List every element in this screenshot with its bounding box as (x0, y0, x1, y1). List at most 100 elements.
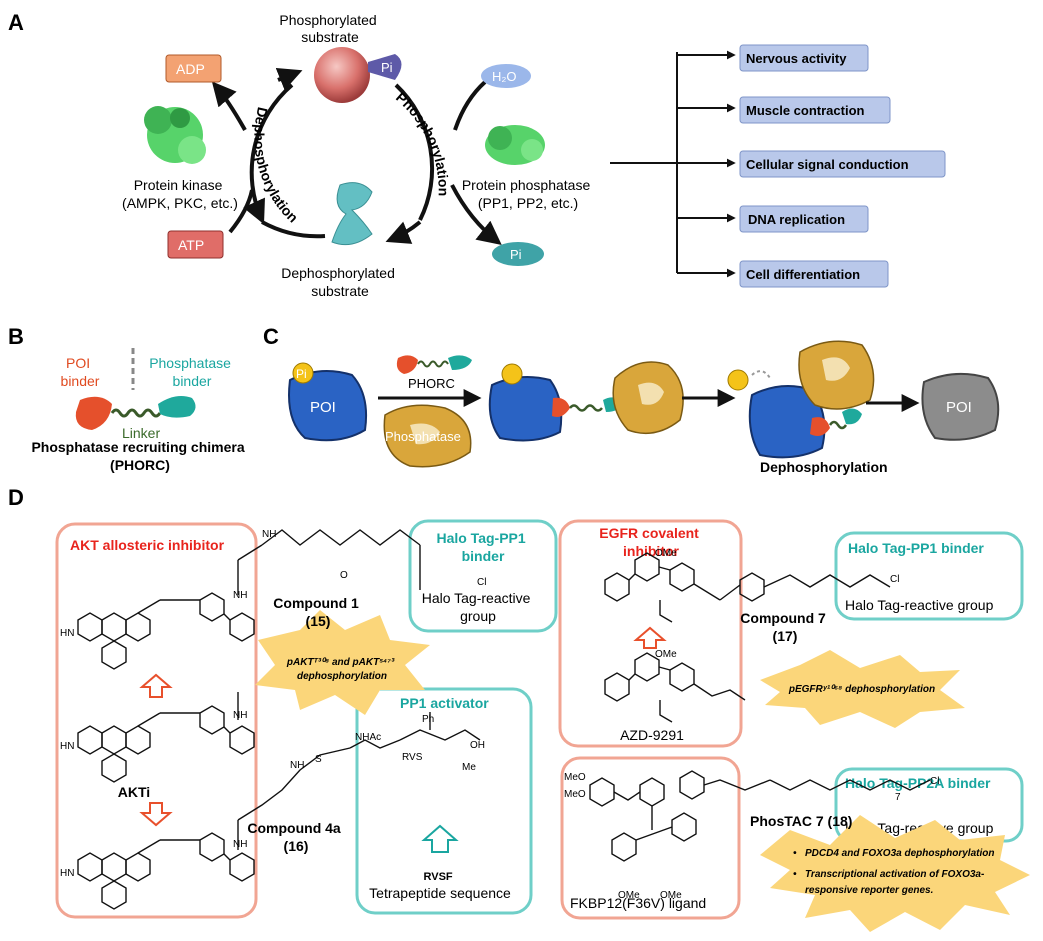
svg-text:NH: NH (290, 760, 304, 771)
pi-out-label: Pi (510, 247, 522, 262)
svg-text:NH: NH (233, 839, 247, 850)
svg-text:RVS: RVS (402, 752, 423, 763)
compound4a-label: Compound 4a (16) (247, 820, 344, 854)
protein-phosphatase-label: Protein phosphatase (PP1, PP2, etc.) (462, 177, 594, 211)
teal-up-arrow (421, 824, 459, 853)
svg-text:O: O (340, 570, 348, 581)
protein-kinase-blob (144, 106, 206, 164)
svg-text:Cell differentiation: Cell differentiation (746, 267, 860, 282)
h2o-label: H₂O (492, 69, 517, 84)
svg-text:Me: Me (462, 762, 476, 773)
akt-up-arrow (139, 673, 173, 698)
chem-atom-labels: HN HN HN NH NH NH NH NH O S NHAc RVS Ph … (60, 529, 939, 901)
svg-text:NH: NH (233, 710, 247, 721)
svg-text:OMe: OMe (655, 649, 677, 660)
rvsf-label: RVSF Tetrapeptide sequence (369, 867, 511, 901)
svg-text:Cl: Cl (477, 577, 486, 588)
phosphorylation-arc-label: Phosphorylation (393, 89, 452, 196)
svg-text:Muscle contraction: Muscle contraction (746, 103, 865, 118)
protein-kinase-label: Protein kinase (AMPK, PKC, etc.) (122, 177, 238, 211)
egfr-up-arrow (633, 626, 667, 649)
h2o-ellipse (481, 64, 531, 88)
phosphorylated-substrate-sphere (314, 47, 370, 103)
svg-text:Pi: Pi (381, 60, 393, 75)
svg-text:OMe: OMe (660, 890, 682, 901)
halo-pp1-box-1 (408, 519, 558, 633)
akti-label: AKTi (118, 784, 150, 800)
akt-title: AKT allosteric inhibitor (70, 537, 225, 553)
pi-tag: Pi (368, 54, 402, 80)
svg-text:NH: NH (233, 590, 247, 601)
pakt-burst-text: pAKTᵀ³⁰⁸ and pAKTˢ⁴⁷³ dephosphorylation (286, 657, 397, 682)
phostac-label: PhosTAC 7 (18) (750, 813, 852, 829)
svg-text:Cl: Cl (890, 574, 899, 585)
pakt-burst (255, 610, 430, 715)
phosphorylated-substrate-label: Phosphorylated substrate (279, 12, 380, 45)
azd-label: AZD-9291 (620, 727, 684, 743)
pi-out-ellipse (492, 242, 544, 266)
halo-pp1-box-2 (834, 531, 1024, 621)
svg-text:Cellular signal conduction: Cellular signal conduction (746, 157, 909, 172)
svg-text:OMe: OMe (655, 548, 677, 559)
phorc-label-c: PHORC (408, 376, 455, 391)
compound7-label: Compound 7 (17) (740, 610, 829, 644)
adp-label: ADP (176, 61, 205, 77)
svg-text:OH: OH (470, 740, 485, 751)
pi-circle (292, 362, 314, 384)
svg-text:NH: NH (262, 529, 276, 540)
linker-label: Linker (122, 425, 160, 441)
poi-final-label: POI (946, 399, 972, 416)
fkbp-label: FKBP12(F36V) ligand (570, 895, 706, 911)
compound1-label: Compound 1 (15) (273, 595, 362, 629)
atp-label: ATP (178, 237, 204, 253)
phorc-caption: Phosphatase recruiting chimera (PHORC) (31, 439, 248, 473)
panel-label-d: D (8, 485, 24, 510)
svg-text:S: S (315, 754, 322, 765)
atp-box (167, 230, 224, 259)
phostac-burst (760, 815, 1030, 932)
phostac-bullets: •PDCD4 and FOXO3a dephosphorylation •Tra… (793, 848, 997, 896)
pp1-activator-box (355, 687, 533, 915)
poi-binder-label: POI binder (61, 355, 100, 389)
svg-text:Cl: Cl (930, 776, 939, 787)
svg-text:DNA replication: DNA replication (748, 212, 845, 227)
pi-circle-label: Pi (296, 367, 307, 381)
akt-down-arrow (139, 802, 173, 827)
svg-text:HN: HN (60, 741, 74, 752)
phosphatase-binder-shape (158, 396, 196, 418)
phosphatase-binder-label: Phosphatase binder (149, 355, 235, 389)
svg-text:MeO: MeO (564, 772, 586, 783)
adp-box (165, 54, 222, 83)
poi-binder-shape (75, 396, 112, 430)
halo-pp1-binder-label-2: Halo Tag-PP1 binder (848, 540, 984, 556)
svg-text:Ph: Ph (422, 714, 434, 725)
dephosphorylated-substrate-shape (331, 182, 373, 246)
panel-label-a: A (8, 10, 24, 35)
panel-label-b: B (8, 324, 24, 349)
linker-squiggle (110, 408, 162, 418)
phosphatase-label-c: Phosphatase (385, 429, 461, 444)
dephosphorylation-label-c: Dephosphorylation (760, 459, 888, 475)
poi-label: POI (310, 399, 336, 416)
fkbp-box (560, 756, 741, 920)
pegfr-burst (760, 650, 965, 728)
pegfr-burst-text: pEGFRʸ¹⁰⁶⁸ dephosphorylation (788, 684, 935, 695)
chem-structures (77, 529, 931, 910)
cycle-arcs (211, 67, 502, 245)
dephosphorylated-substrate-label: Dephosphorylated substrate (281, 265, 399, 299)
svg-text:MeO: MeO (564, 789, 586, 800)
egfr-title: EGFR covalent inhibitor (599, 525, 702, 559)
halo-pp1-binder-label-1: Halo Tag-PP1 binder (436, 530, 529, 564)
halo-reactive-label-2: Halo Tag-reactive group (845, 597, 994, 613)
akt-box (55, 522, 258, 919)
pp1-activator-title: PP1 activator (400, 695, 489, 711)
svg-text:7: 7 (895, 792, 901, 803)
panel-label-c: C (263, 324, 279, 349)
svg-text:Nervous activity: Nervous activity (746, 51, 847, 66)
halo-reactive-label-1: Halo Tag-reactive group (422, 590, 535, 624)
svg-text:HN: HN (60, 628, 74, 639)
svg-text:NHAc: NHAc (355, 732, 381, 743)
poi-shape (288, 370, 368, 442)
poi-final-shape (921, 372, 1000, 441)
egfr-box (558, 519, 743, 748)
